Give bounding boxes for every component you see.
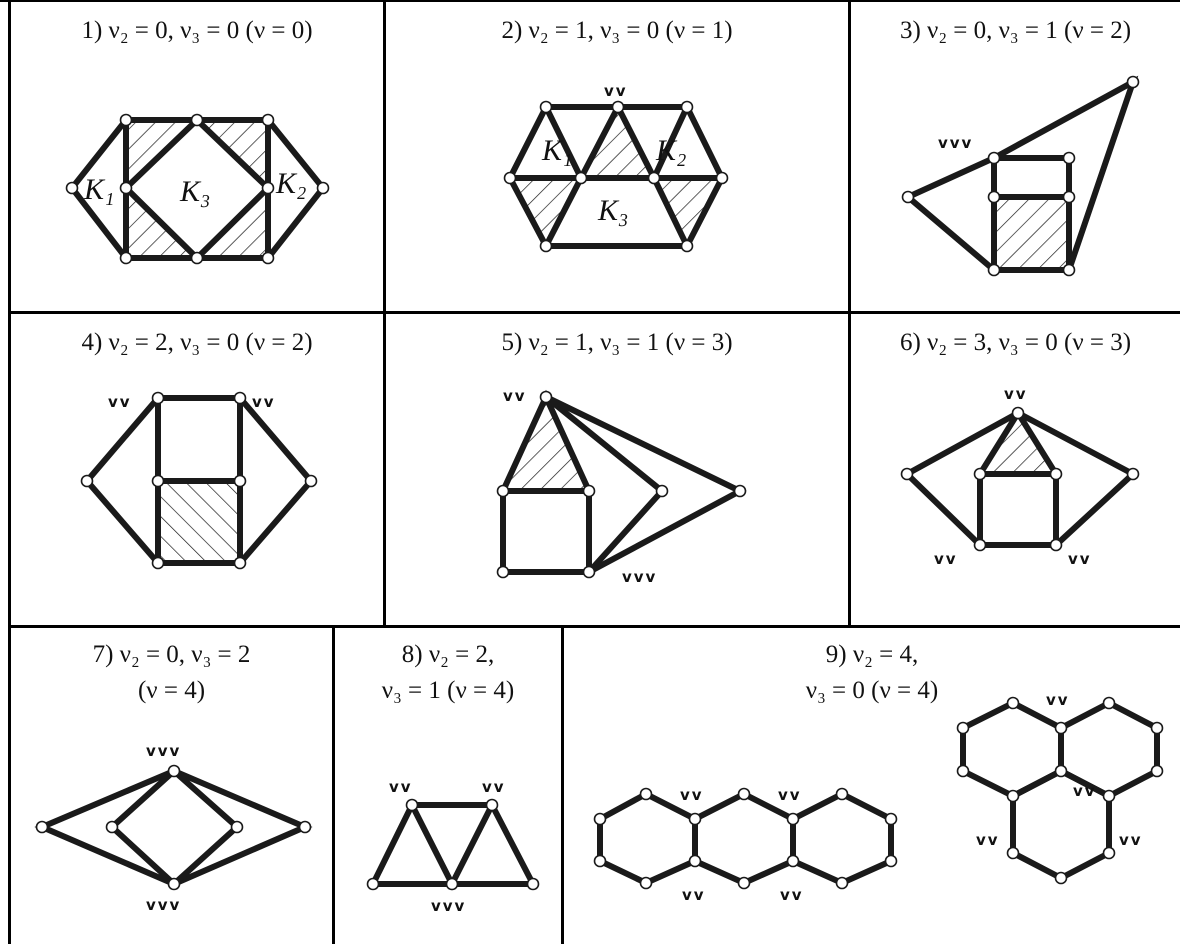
figure-9-mark: vv	[778, 786, 802, 804]
figure-9-caption-line-1: 9) ν₂ = 4,	[825, 641, 919, 668]
figure-2-hatched-region	[581, 107, 654, 178]
figure-5-graph: vv vvv	[496, 387, 747, 586]
figure-8-graph: vv vv vvv	[366, 778, 540, 915]
figure-2-graph: vv K₁ K₂ K₃	[503, 82, 729, 253]
figure-3-hatched-region	[994, 197, 1069, 270]
figure-2-label-k2: K₂	[655, 134, 686, 167]
figure-9-mark: vv	[680, 786, 704, 804]
figure-6-graph: vv vv vv	[900, 385, 1140, 568]
figure-2-hatched-region	[654, 178, 722, 246]
figure-9-mark: vv	[1046, 691, 1070, 709]
figure-9-mark: vv	[780, 886, 804, 904]
figure-8: 8) ν₂ = 2, ν₃ = 1 (ν = 4)	[335, 628, 561, 944]
grid-row-divider-1	[8, 311, 1180, 314]
figure-1-caption: 1) ν₂ = 0, ν₃ = 0 (ν = 0)	[81, 17, 313, 44]
figure-3-graph: vvv	[901, 75, 1140, 277]
figure-6: 6) ν₂ = 3, ν₃ = 0 (ν = 3)	[851, 314, 1180, 625]
figure-4-mark-right: vv	[252, 393, 276, 411]
figure-9-mark: vv	[1119, 831, 1143, 849]
figure-3: 3) ν₂ = 0, ν₃ = 1 (ν = 2)	[851, 2, 1180, 311]
figure-6-caption: 6) ν₂ = 3, ν₃ = 0 (ν = 3)	[899, 329, 1132, 356]
figure-4-graph: vv vv	[80, 391, 318, 570]
figure-8-mark-bottom: vvv	[431, 897, 466, 915]
figure-8-mark-left: vv	[389, 778, 413, 796]
figure-6-mark-bottom-right: vv	[1068, 550, 1092, 568]
figure-1-graph: K₁ K₃ K₂	[65, 113, 330, 265]
figure-9-mark: vv	[1073, 782, 1097, 800]
figure-8-mark-right: vv	[482, 778, 506, 796]
figure-6-mark-bottom-left: vv	[934, 550, 958, 568]
figure-3-caption: 3) ν₂ = 0, ν₃ = 1 (ν = 2)	[899, 17, 1132, 44]
grid-row-divider-2	[8, 625, 1180, 628]
figure-5: 5) ν₂ = 1, ν₃ = 1 (ν = 3)	[386, 314, 848, 625]
figure-9-hex-row: vv vv vv vv	[593, 786, 898, 904]
figure-2-label-k1: K₁	[541, 134, 572, 167]
figure-8-caption-line-1: 8) ν₂ = 2,	[401, 641, 495, 668]
figure-7-caption-line-2: (ν = 4)	[137, 677, 206, 704]
figure-2-mark: vv	[604, 82, 628, 100]
figure-6-hatched-region	[980, 413, 1056, 474]
figure-9-caption-line-2: ν₃ = 0 (ν = 4)	[805, 677, 939, 704]
grid-col-divider-b	[848, 0, 851, 627]
figure-2-hatched-region	[510, 178, 581, 246]
figure-5-caption: 5) ν₂ = 1, ν₃ = 1 (ν = 3)	[501, 329, 733, 356]
figure-6-mark-top: vv	[1004, 385, 1028, 403]
grid-border-top	[0, 0, 1180, 2]
figure-7-mark-bottom: vvv	[146, 896, 181, 914]
figure-7-mark-top: vvv	[146, 742, 181, 760]
figure-2-label-k3: K₃	[597, 194, 628, 227]
figure-2-caption: 2) ν₂ = 1, ν₃ = 0 (ν = 1)	[501, 17, 733, 44]
figure-5-mark-top: vv	[503, 387, 527, 405]
figure-7: 7) ν₂ = 0, ν₃ = 2 (ν = 4)	[11, 628, 332, 944]
grid-col-divider-d	[561, 627, 564, 944]
grid-col-divider-a	[383, 0, 386, 627]
figure-9-mark: vv	[976, 831, 1000, 849]
figure-9: 9) ν₂ = 4, ν₃ = 0 (ν = 4)	[564, 628, 1180, 944]
grid-border-left	[8, 0, 11, 944]
figure-9-hex-cluster: vv vv vv vv	[956, 691, 1164, 885]
figure-5-mark-bottom: vvv	[622, 568, 657, 586]
figure-1: 1) ν₂ = 0, ν₃ = 0 (ν = 0)	[11, 2, 383, 311]
figure-7-caption-line-1: 7) ν₂ = 0, ν₃ = 2	[92, 641, 251, 668]
figure-1-label-k1: K₁	[83, 173, 114, 206]
figure-4-hatched-region	[158, 481, 240, 563]
figure-4-mark-left: vv	[108, 393, 132, 411]
figure-1-label-k2: K₂	[275, 167, 306, 200]
figure-2: 2) ν₂ = 1, ν₃ = 0 (ν = 1)	[386, 2, 848, 311]
figure-4: 4) ν₂ = 2, ν₃ = 0 (ν = 2)	[11, 314, 383, 625]
figure-8-caption-line-2: ν₃ = 1 (ν = 4)	[381, 677, 515, 704]
figure-7-graph: vvv vvv	[34, 742, 313, 914]
figure-5-hatched-region	[503, 397, 589, 491]
figure-4-caption: 4) ν₂ = 2, ν₃ = 0 (ν = 2)	[81, 329, 313, 356]
figure-3-mark: vvv	[938, 134, 973, 152]
figure-1-label-k3: K₃	[179, 175, 210, 208]
figure-9-mark: vv	[682, 886, 706, 904]
grid-col-divider-c	[332, 627, 335, 944]
